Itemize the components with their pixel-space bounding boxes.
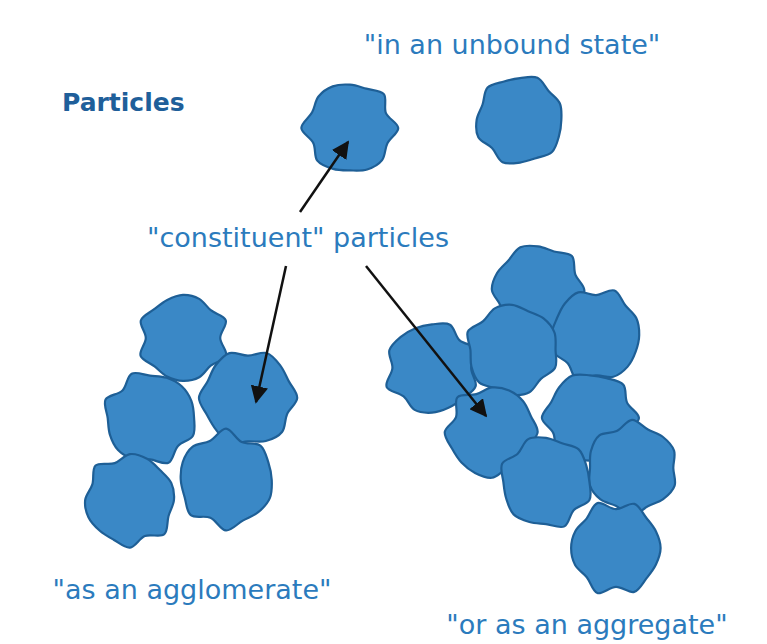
particle (589, 420, 675, 516)
particle (571, 503, 660, 593)
caption-label: "constituent" particles (147, 222, 449, 254)
particle (551, 290, 639, 380)
title: Particles (62, 88, 185, 118)
caption-label: "or as an aggregate" (446, 609, 727, 641)
particle-group (85, 77, 675, 594)
particle (105, 373, 195, 463)
particle (85, 454, 174, 548)
particle (199, 353, 297, 444)
leader-arrow (256, 266, 286, 402)
caption-label: "as an agglomerate" (53, 574, 332, 606)
caption-label: "in an unbound state" (364, 29, 661, 61)
leader-arrow (366, 266, 486, 416)
particle (181, 429, 272, 531)
particle (301, 85, 398, 171)
particle (476, 77, 561, 164)
particle (501, 437, 590, 527)
particle (467, 305, 556, 395)
leader-group (256, 142, 486, 416)
leader-arrow (300, 142, 348, 212)
